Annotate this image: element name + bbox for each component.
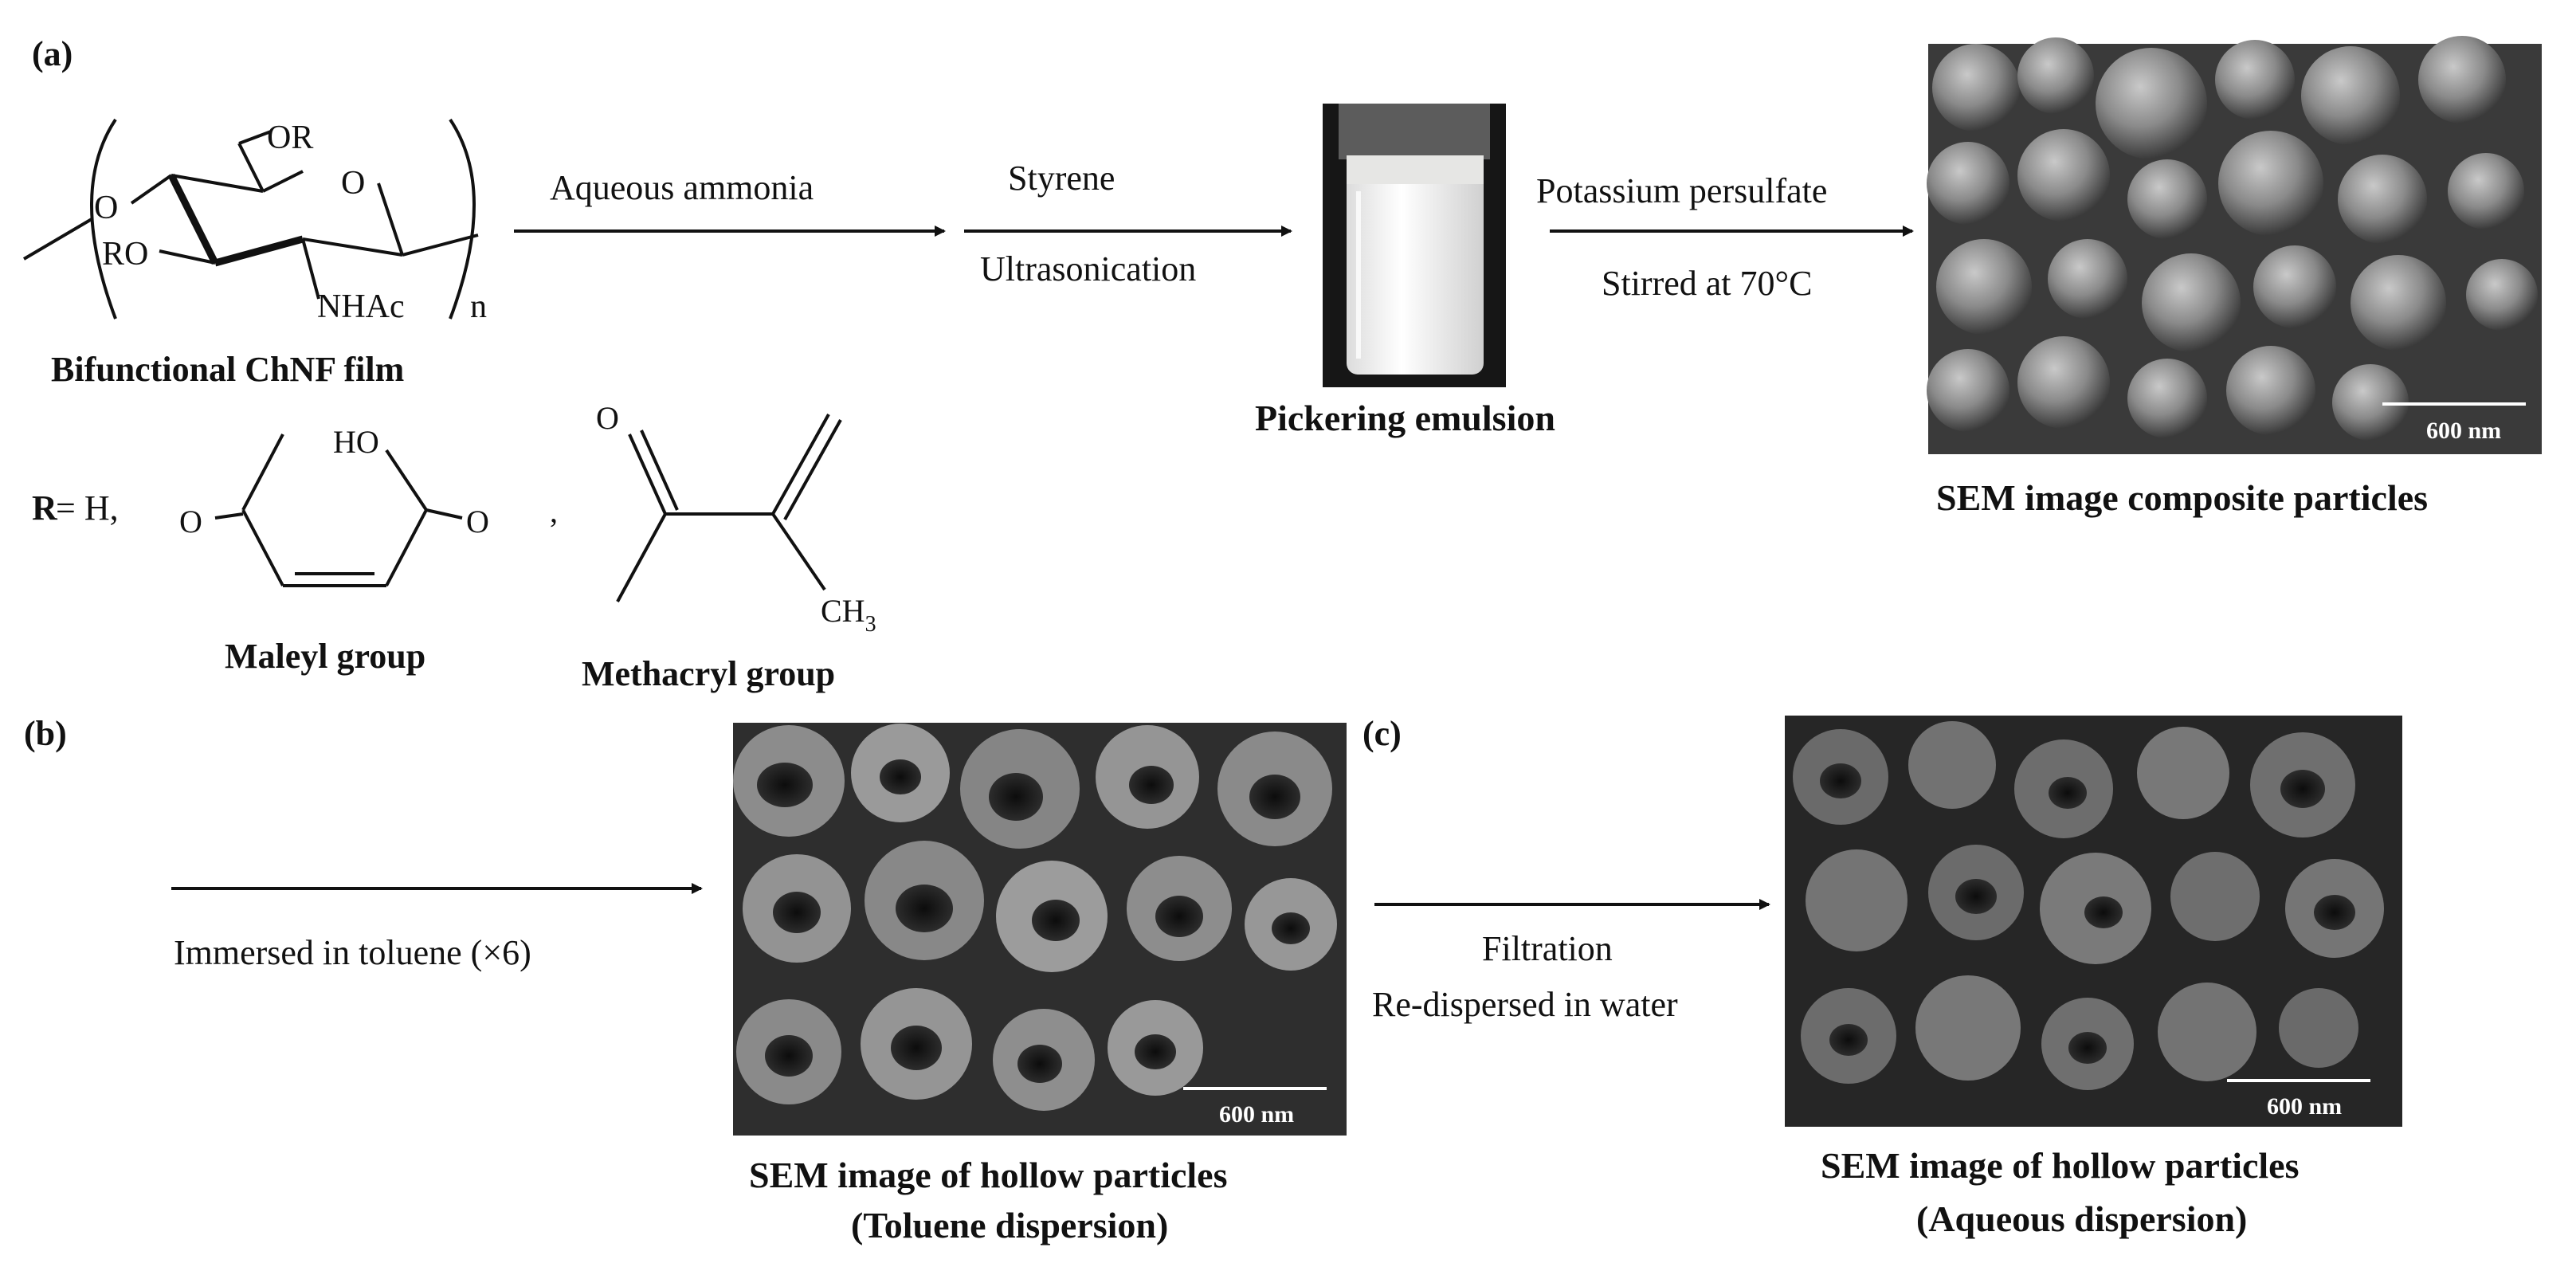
sem-aqueous-image: 600 nm	[1785, 716, 2402, 1127]
maleyl-caption: Maleyl group	[225, 637, 425, 676]
chitin-structure	[22, 118, 479, 320]
chitin-or-label: OR	[267, 120, 313, 156]
panel-label-c: (c)	[1362, 714, 1402, 753]
step-ultrasonication: Ultrasonication	[980, 249, 1196, 288]
methacryl-caption: Methacryl group	[582, 654, 835, 693]
hollow-particles-toluene	[733, 724, 1337, 1111]
hollow-particles-aqueous	[1793, 721, 2384, 1090]
maleyl-structure	[214, 433, 463, 587]
pickering-emulsion-photo	[1323, 104, 1506, 387]
right-bracket	[449, 118, 476, 320]
methacryl-ch3-label: CH3	[821, 593, 876, 637]
step-styrene: Styrene	[1008, 159, 1115, 198]
r-label: R	[32, 488, 58, 528]
methacryl-structure	[616, 414, 842, 602]
maleyl-ho-label: HO	[333, 424, 379, 460]
sem-toluene-image: 600 nm	[733, 723, 1347, 1136]
r-group-comma: ,	[550, 493, 558, 529]
composite-particles	[1927, 36, 2538, 441]
scale-label-aqueous: 600 nm	[2267, 1093, 2342, 1120]
pickering-caption: Pickering emulsion	[1255, 398, 1555, 438]
left-bracket	[90, 118, 117, 320]
r-equals-h: = H,	[56, 488, 119, 528]
step-ammonia: Aqueous ammonia	[550, 168, 814, 207]
sem-composite-caption: SEM image composite particles	[1936, 477, 2428, 518]
chitin-left-o-label: O	[94, 190, 118, 226]
emulsion-vial	[1347, 155, 1484, 375]
scale-label-toluene: 600 nm	[1219, 1101, 1294, 1128]
chitin-ring-o-label: O	[341, 165, 365, 202]
sem-composite-image: 600 nm	[1927, 36, 2542, 454]
sem-aqueous-caption-2: (Aqueous dispersion)	[1916, 1198, 2247, 1239]
sem-toluene-caption-2: (Toluene dispersion)	[851, 1205, 1168, 1245]
chitin-caption: Bifunctional ChNF film	[51, 350, 404, 389]
step-stirred: Stirred at 70°C	[1602, 264, 1812, 303]
step-filtration: Filtration	[1482, 929, 1613, 968]
step-redispersed: Re-dispersed in water	[1372, 985, 1678, 1024]
methacryl-o-label: O	[596, 400, 619, 436]
maleyl-o-right: O	[466, 504, 489, 539]
step-toluene: Immersed in toluene (×6)	[174, 933, 531, 972]
sem-aqueous-caption-1: SEM image of hollow particles	[1821, 1145, 2300, 1186]
chitin-nhac-label: NHAc	[317, 288, 405, 325]
sem-toluene-caption-1: SEM image of hollow particles	[749, 1155, 1228, 1195]
chitin-ro-label: RO	[102, 236, 148, 273]
maleyl-o-left: O	[179, 504, 202, 539]
panel-label-a: (a)	[32, 34, 73, 73]
panel-label-b: (b)	[24, 714, 67, 753]
chitin-n-label: n	[470, 288, 487, 325]
scale-label-composite: 600 nm	[2426, 418, 2501, 444]
step-persulfate: Potassium persulfate	[1536, 171, 1827, 210]
